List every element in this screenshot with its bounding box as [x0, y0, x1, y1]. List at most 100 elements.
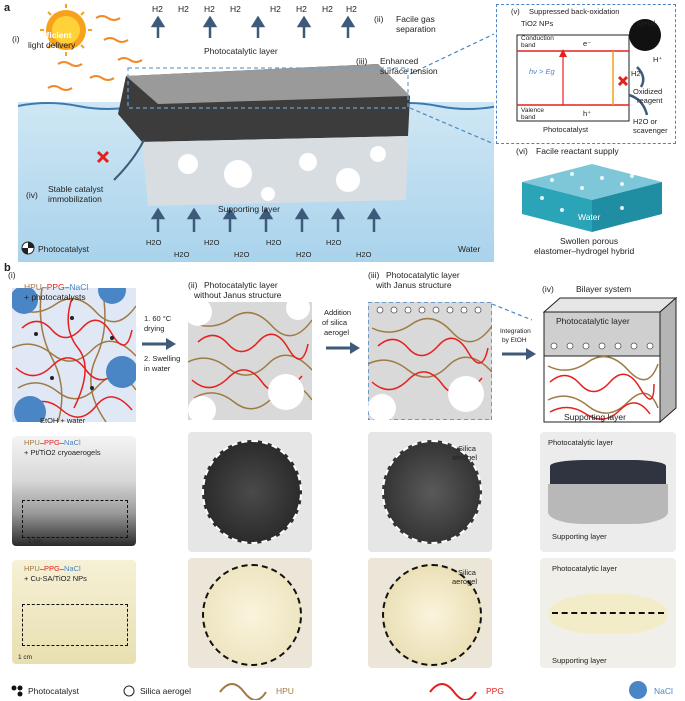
photo-bilayer-dark: [540, 432, 676, 552]
immobilization-text-1: Stable catalyst: [48, 184, 104, 194]
inset-electron: e⁻: [583, 39, 592, 48]
h2-label-2: H2: [178, 4, 189, 14]
reactant-text: Facile reactant supply: [536, 146, 619, 156]
step2-text-2: without Janus structure: [194, 290, 282, 300]
legend-hpu-icon: [219, 683, 267, 700]
inset-hole: h⁺: [583, 109, 592, 118]
reactant-label: (vi): [516, 146, 528, 156]
cube-water-label: Water: [578, 212, 601, 222]
legend-photocatalyst: Photocatalyst: [38, 244, 90, 254]
row1-photo-bottom: Supporting layer: [552, 532, 607, 541]
surface-label: (iii): [356, 56, 368, 66]
step1-schematic: [12, 288, 136, 422]
bilayer-top-label: Photocatalytic layer: [556, 316, 630, 326]
step1-sep-1: –: [41, 282, 47, 292]
swollen-text-2: elastomer–hydrogel hybrid: [534, 246, 635, 256]
photocatalyst-legend-icon: [21, 241, 35, 255]
row2-silica-1: Silica: [458, 568, 476, 577]
bilayer-dark-bottom: [548, 484, 668, 524]
arrow3-text-1: Integration: [500, 328, 531, 335]
inset-cross-icon: [617, 75, 629, 87]
gas-text-2: separation: [396, 24, 436, 34]
scene-illustration: [18, 4, 494, 255]
cream-disc: [202, 564, 302, 666]
step3-schematic: [368, 302, 492, 420]
panel-b-label: b: [4, 262, 11, 274]
immobilization-text-2: immobilization: [48, 194, 102, 204]
row1-components: HPU–PPG–NaCl: [24, 438, 81, 447]
immobilization-label: (iv): [26, 190, 38, 200]
inset-conduction-2: band: [521, 42, 536, 49]
supporting-layer-block: [142, 136, 408, 206]
h2-label-1: H2: [152, 4, 163, 14]
h2-label-7: H2: [322, 4, 333, 14]
row1-photo-top: Photocatalytic layer: [548, 438, 614, 447]
row2-scale-1: 1 cm: [18, 654, 33, 661]
bilayer-cream-body: [548, 594, 668, 634]
arrow1-icon: [142, 338, 176, 350]
row1-sep-1: –: [39, 438, 45, 447]
legend-silica-icon: [123, 685, 135, 697]
row2-sep-1: –: [39, 564, 45, 573]
row1-sep-2: –: [59, 438, 65, 447]
gas-text-1: Facile gas: [396, 14, 435, 24]
photocatalytic-layer-block: [118, 64, 410, 142]
arrow1-text-1: 1. 60 °C: [144, 314, 172, 323]
h2-arrow-icons: [150, 15, 356, 38]
step1-label: (i): [8, 270, 16, 280]
band-diagram: [516, 19, 661, 122]
sun-icon: [40, 4, 92, 56]
step3-text-1: Photocatalytic layer: [386, 270, 460, 280]
legend-nacl: NaCl: [654, 686, 673, 696]
step2-label: (ii): [188, 280, 198, 290]
dark-disc-silica: [382, 440, 482, 544]
h2-label-5: H2: [270, 4, 281, 14]
inset-tio2: TiO2 NPs: [521, 19, 554, 28]
photo-cream-disc-silica: [368, 558, 492, 668]
row2-caption: + Cu-SA/TiO2 NPs: [24, 574, 87, 583]
row1-nacl: NaCl: [64, 438, 81, 447]
row1-scale-1: 1 cm: [28, 538, 43, 545]
step3-text-2: with Janus structure: [376, 280, 452, 290]
arrow1-text-2: drying: [144, 324, 165, 333]
h2o-label-3: H2O: [204, 238, 220, 247]
arrow2-text-2: of silica: [322, 318, 348, 327]
inset-scav-1: H2O or: [633, 117, 658, 126]
legend-ppg: PPG: [486, 686, 504, 696]
inset-back-oxidation: (v) Suppressed back-oxidation TiO2 NPs M…: [496, 4, 676, 144]
h2o-label-2: H2O: [174, 250, 190, 259]
h2o-label-1: H2O: [146, 238, 162, 247]
row1-ppg: PPG: [44, 438, 60, 447]
row2-ppg: PPG: [44, 564, 60, 573]
h2o-label-8: H2O: [356, 250, 372, 259]
cream-disc-silica: [382, 564, 482, 666]
sun-text-1: Efficient: [38, 30, 72, 40]
step3-connector: [492, 303, 532, 321]
arrow3-icon: [502, 348, 536, 360]
supporting-layer-label: Supporting layer: [218, 204, 280, 214]
inset-metal: Metal: [637, 19, 656, 28]
step2-schematic: [188, 302, 312, 420]
photo-dark-disc-silica: [368, 432, 492, 552]
row1-caption: + Pt/TiO2 cryoaerogels: [24, 448, 101, 457]
step4-label: (iv): [542, 284, 554, 294]
step1-sep-2: –: [64, 282, 70, 292]
h2o-label-5: H2O: [266, 238, 282, 247]
row2-sep-2: –: [59, 564, 65, 573]
inset-valence-2: band: [521, 114, 536, 121]
surface-text-2: surface tension: [380, 66, 438, 76]
light-ray-icons: [47, 15, 143, 91]
step1-components: HPU–PPG–NaCl: [24, 282, 88, 292]
inset-h2: H2: [631, 69, 641, 78]
panel-b: b (i) HPU–PPG–NaCl + photocatalysts EtOH…: [4, 262, 681, 701]
inset-oxidized-2: reagent: [637, 96, 663, 105]
swollen-text-1: Swollen porous: [560, 236, 619, 246]
step1-hpu: HPU: [24, 282, 42, 292]
etoh-water: EtOH + water: [40, 416, 86, 425]
arrow2-text-1: Addition: [324, 308, 352, 317]
legend-photocatalyst-icon: [11, 685, 23, 697]
row2-photo-bottom: Supporting layer: [552, 656, 607, 665]
inset-label: (v): [511, 7, 520, 16]
gas-label: (ii): [374, 14, 384, 24]
h2o-arrow-icons: [150, 207, 382, 232]
